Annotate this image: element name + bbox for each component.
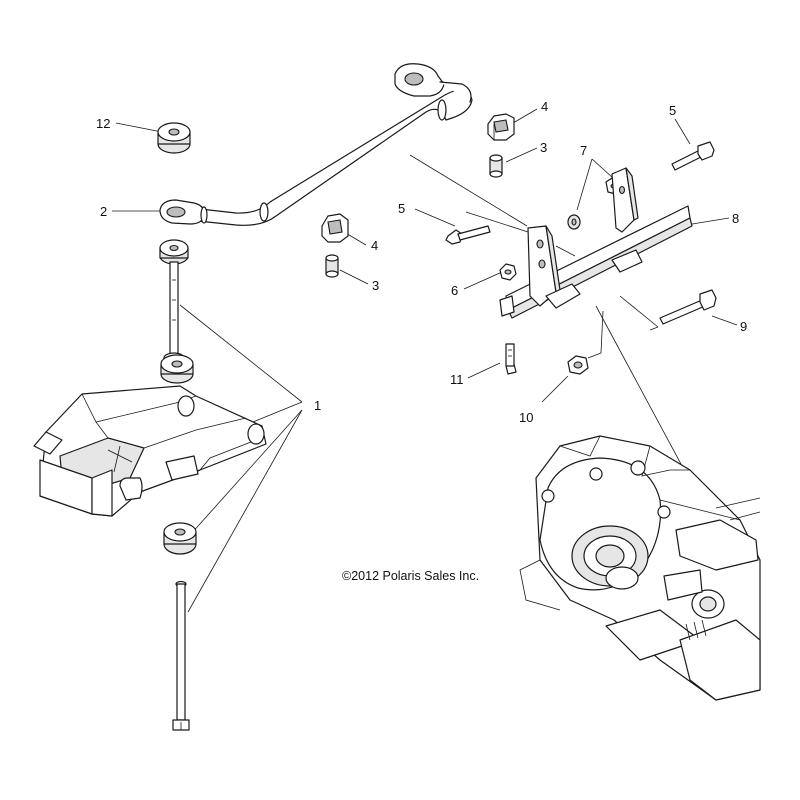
washer-part-7-lower	[567, 214, 581, 230]
bolt-part-5-right	[671, 141, 715, 171]
bolt-part-5-left	[445, 225, 491, 245]
clamp-part-4-upper	[487, 113, 515, 141]
callout-11: 11	[450, 372, 464, 387]
long-bolt-part-1	[172, 580, 190, 731]
callout-labels: 12 2 1 4 3 4 3 5 7 5 8 6 9 11 10	[96, 99, 747, 425]
nut-part-6	[499, 263, 517, 281]
nut-part-10	[567, 355, 589, 375]
bushing-part-1-lower	[163, 522, 197, 555]
callout-6: 6	[451, 283, 458, 298]
callout-5-left: 5	[398, 201, 405, 216]
clamp-part-4-lower	[321, 213, 349, 243]
stabilizer-bar-part-2	[159, 63, 473, 226]
end-link-part-1	[159, 239, 194, 384]
callout-9: 9	[740, 319, 747, 334]
bolt-part-11	[505, 343, 517, 375]
callout-3-upper: 3	[540, 140, 547, 155]
control-arm	[33, 385, 267, 517]
transmission-housing	[519, 435, 761, 701]
bushing-part-12	[157, 122, 191, 154]
bracket-part-8	[499, 167, 693, 319]
callout-5-right: 5	[669, 103, 676, 118]
callout-4-lower: 4	[371, 238, 378, 253]
callout-10: 10	[519, 410, 533, 425]
callout-12: 12	[96, 116, 110, 131]
callout-8: 8	[732, 211, 739, 226]
callout-4-upper: 4	[541, 99, 548, 114]
sleeve-part-3-upper	[489, 154, 503, 178]
bolt-part-9	[659, 289, 717, 325]
sleeve-part-3-lower	[325, 254, 339, 278]
copyright-notice: ©2012 Polaris Sales Inc.	[342, 569, 479, 583]
callout-2: 2	[100, 204, 107, 219]
callout-1: 1	[314, 398, 321, 413]
callout-7: 7	[580, 143, 587, 158]
callout-3-lower: 3	[372, 278, 379, 293]
